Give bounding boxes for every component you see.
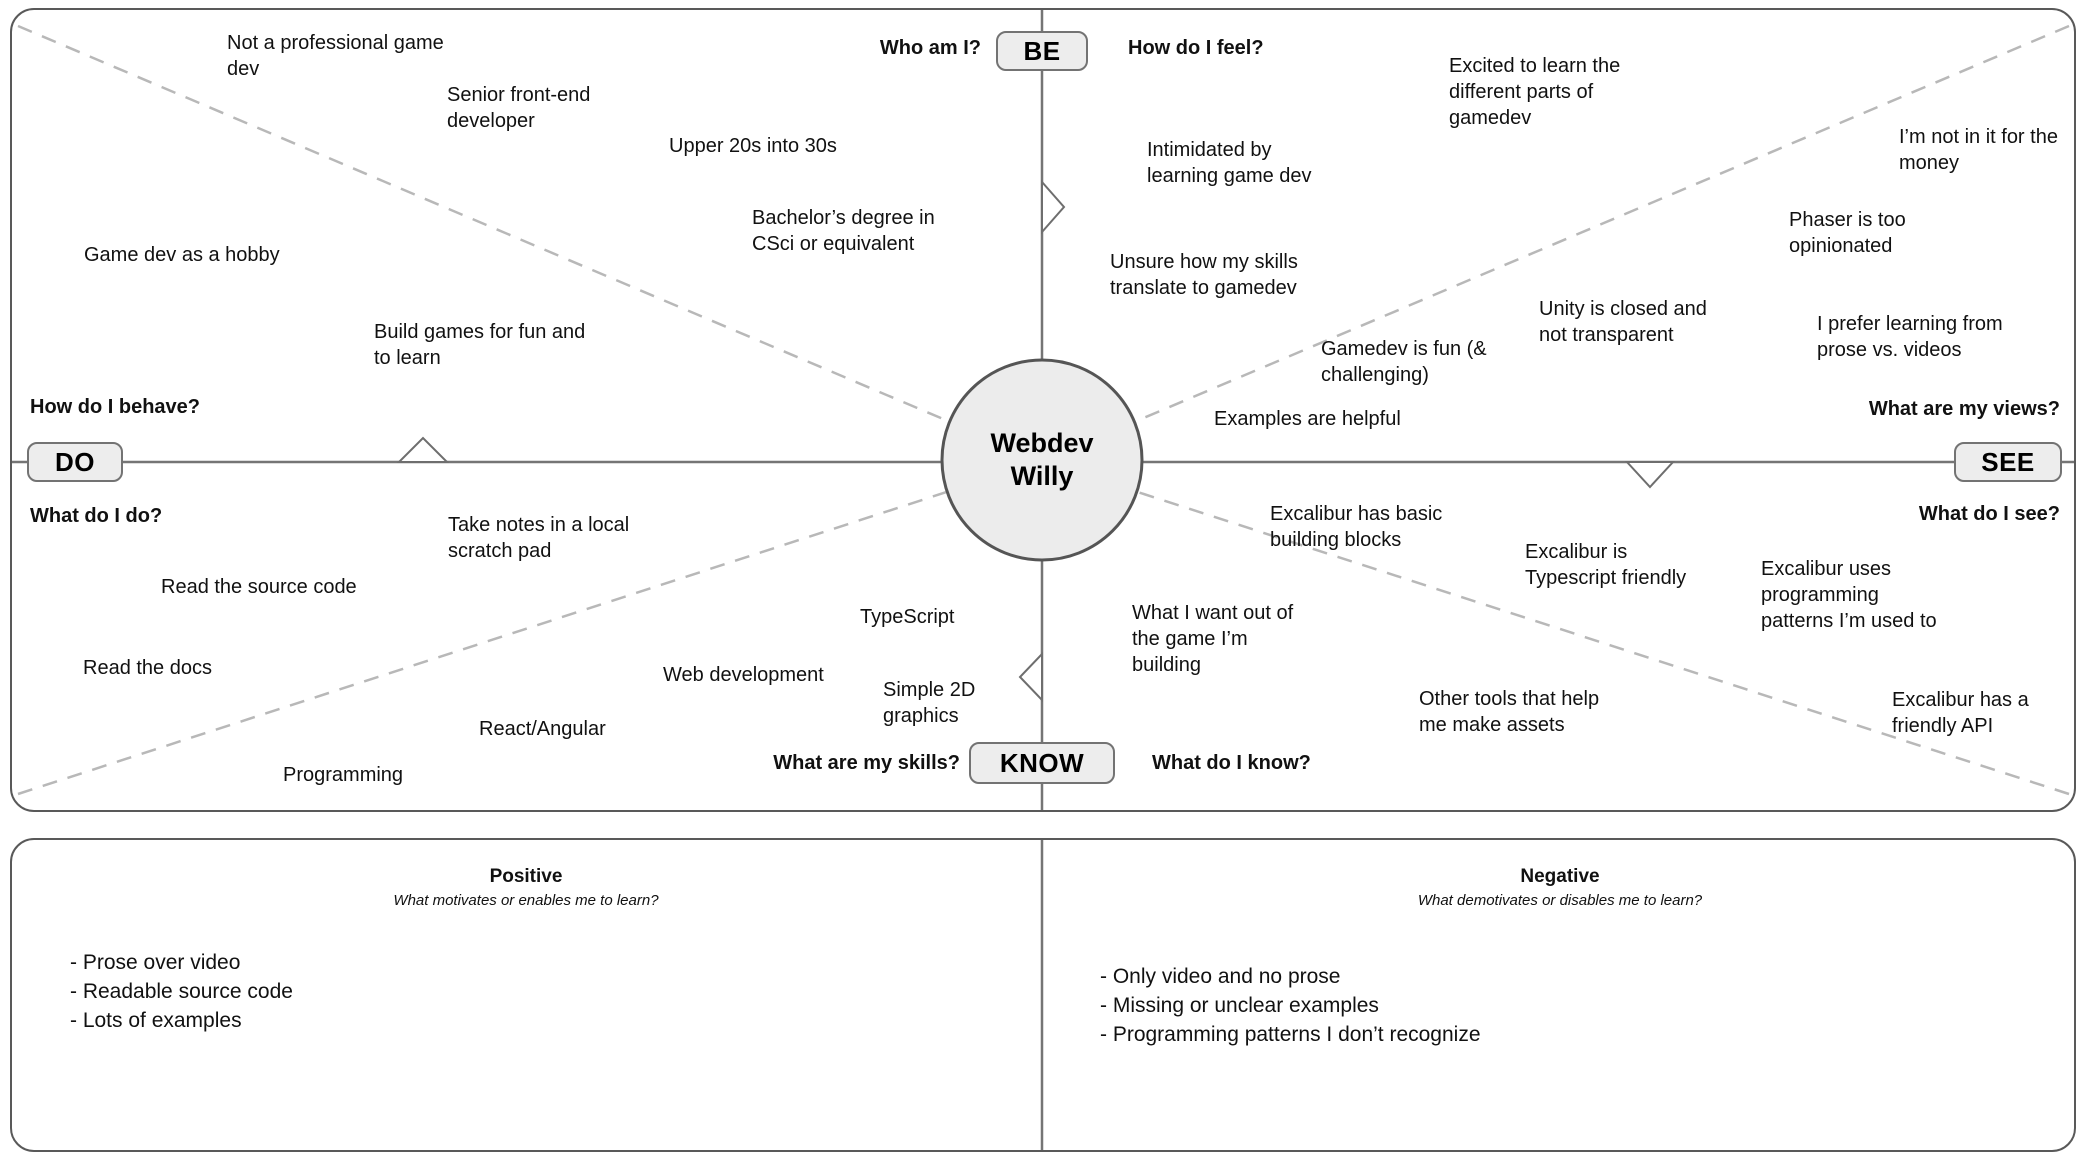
persona-name: Webdev Willy: [990, 428, 1094, 491]
sticky-note: Gamedev is fun (& challenging): [1321, 338, 1487, 386]
badge-do: DO: [27, 442, 123, 482]
sticky-note: Game dev as a hobby: [84, 244, 280, 266]
sticky-note: Excited to learn the different parts of …: [1449, 55, 1621, 129]
sticky-note: Unsure how my skills translate to gamede…: [1110, 251, 1298, 299]
empathy-map-panel: [10, 8, 2076, 812]
sticky-note: Unity is closed and not transparent: [1539, 298, 1707, 346]
question-what-are-my-views: What are my views?: [1868, 398, 2060, 420]
sticky-note: Excalibur uses programming patterns I’m …: [1761, 558, 1937, 632]
sticky-note: Other tools that help me make assets: [1419, 688, 1600, 736]
negative-section-title: Negative: [1520, 866, 1600, 887]
sticky-note: Build games for fun and to learn: [374, 321, 586, 369]
sticky-note: I’m not in it for the money: [1899, 126, 2058, 174]
badge-know: KNOW: [969, 742, 1115, 784]
question-who-am-i: Who am I?: [879, 37, 981, 59]
question-what-do-i-do: What do I do?: [30, 505, 163, 527]
positive-section-title: Positive: [489, 866, 563, 887]
sticky-note: Upper 20s into 30s: [669, 135, 837, 157]
sticky-note: Examples are helpful: [1214, 408, 1401, 430]
question-how-do-i-feel: How do I feel?: [1128, 37, 1264, 59]
negative-section-subtitle: What demotivates or disables me to learn…: [1417, 892, 1703, 909]
sticky-note: What I want out of the game I’m building: [1132, 602, 1294, 676]
positive-section-subtitle: What motivates or enables me to learn?: [393, 892, 659, 909]
positive-items-list: - Prose over video - Readable source cod…: [70, 951, 293, 1032]
sticky-note: Phaser is too opinionated: [1789, 209, 1906, 257]
motivation-panel: [10, 838, 2076, 1152]
sticky-note: Read the docs: [83, 657, 212, 679]
sticky-note: Simple 2D graphics: [883, 679, 976, 727]
sticky-note: TypeScript: [860, 606, 955, 628]
badge-be: BE: [996, 31, 1088, 71]
sticky-note: React/Angular: [479, 718, 606, 740]
sticky-note: Programming: [283, 764, 404, 786]
question-what-do-i-see: What do I see?: [1918, 503, 2060, 525]
question-how-do-i-behave: How do I behave?: [30, 396, 201, 418]
sticky-note: Excalibur has basic building blocks: [1270, 503, 1443, 551]
sticky-note: Take notes in a local scratch pad: [448, 514, 630, 562]
sticky-note: Web development: [663, 664, 824, 686]
sticky-note: Senior front-end developer: [447, 84, 591, 132]
question-what-are-my-skills: What are my skills?: [773, 752, 960, 774]
sticky-note: I prefer learning from prose vs. videos: [1817, 313, 2003, 361]
sticky-note: Intimidated by learning game dev: [1147, 139, 1312, 187]
badge-see: SEE: [1954, 442, 2062, 482]
negative-items-list: - Only video and no prose - Missing or u…: [1100, 965, 1481, 1046]
sticky-note: Bachelor’s degree in CSci or equivalent: [752, 207, 935, 255]
sticky-note: Read the source code: [161, 576, 357, 598]
sticky-note: Excalibur is Typescript friendly: [1525, 541, 1687, 589]
sticky-note: Excalibur has a friendly API: [1892, 689, 2029, 737]
sticky-note: Not a professional game dev: [227, 32, 444, 80]
question-what-do-i-know: What do I know?: [1152, 752, 1311, 774]
